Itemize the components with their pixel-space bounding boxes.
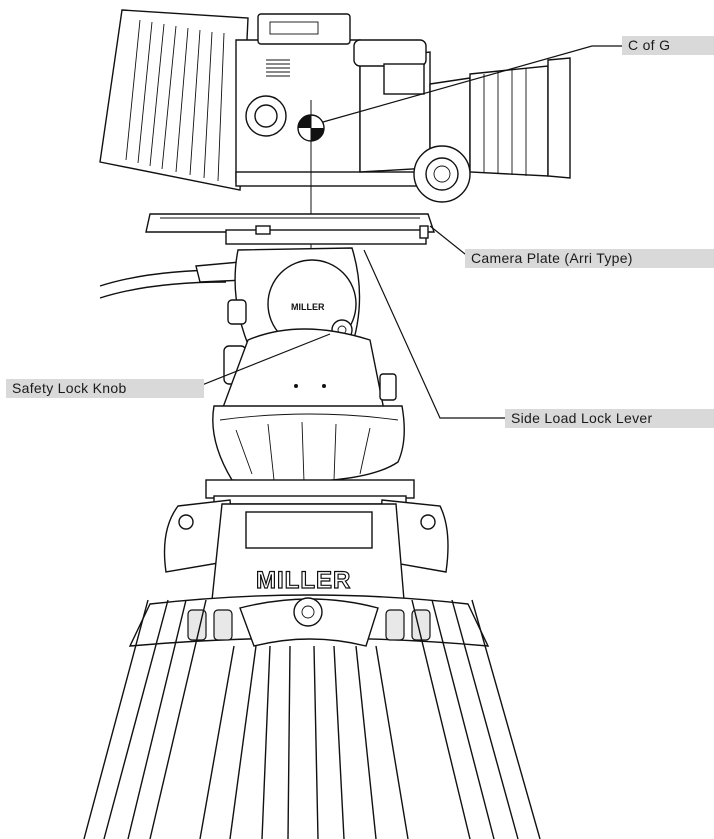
camera-plate xyxy=(145,213,435,245)
camera-plate-label: Camera Plate (Arri Type) xyxy=(465,249,714,268)
center-of-gravity-marker xyxy=(297,100,325,360)
center-of-gravity-label: C of G xyxy=(622,36,714,55)
head-logo-text: MILLER xyxy=(291,302,325,312)
camera-body xyxy=(99,9,571,203)
fluid-head: MILLER xyxy=(99,247,405,483)
callout-leaders xyxy=(191,45,622,419)
safety-lock-knob-label: Safety Lock Knob xyxy=(6,379,204,398)
tripod: MILLER xyxy=(83,479,541,839)
spreader-logo-text: MILLER xyxy=(256,567,351,594)
side-load-lock-lever-label: Side Load Lock Lever xyxy=(505,409,714,428)
